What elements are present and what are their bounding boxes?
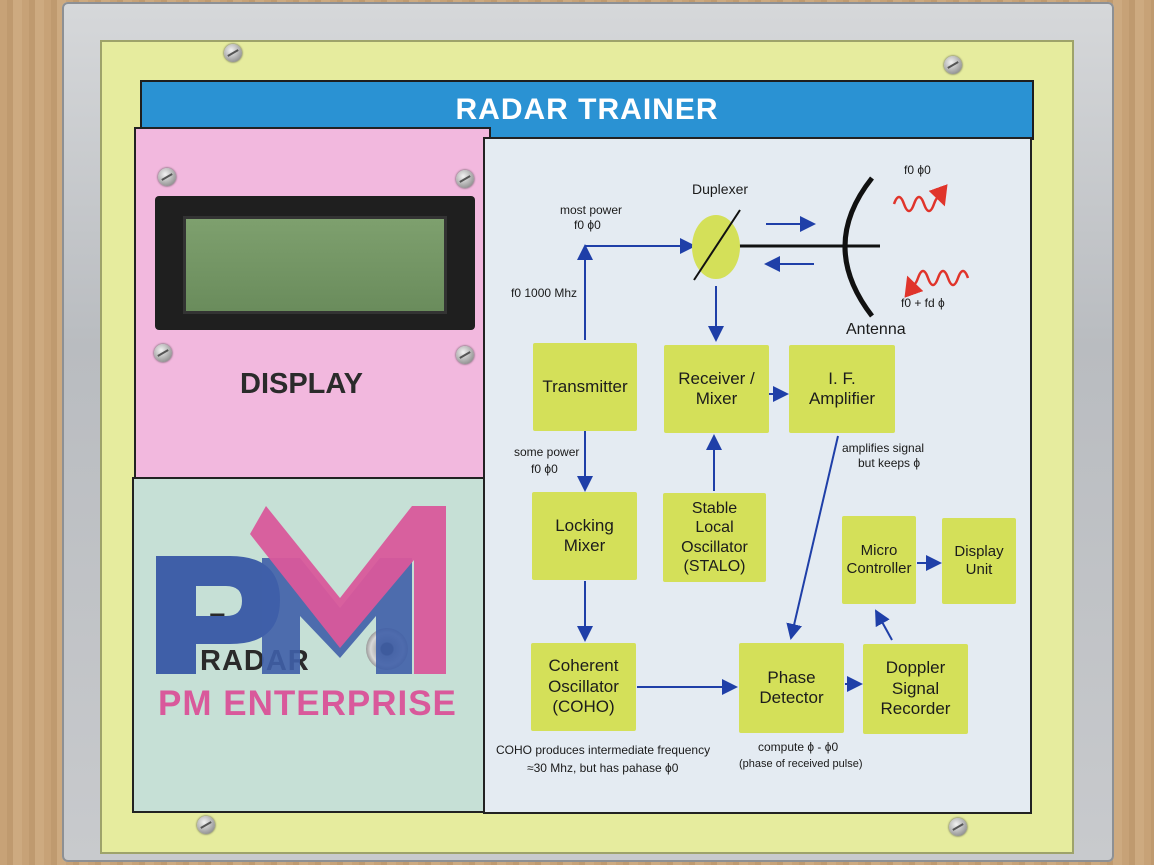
title-bar: RADAR TRAINER [140,80,1034,140]
label-coho-note-1: COHO produces intermediate frequency [496,743,711,757]
arrow-if-phase [786,435,839,640]
label-antenna: Antenna [846,321,906,338]
block-label: (STALO) [683,557,746,575]
block-label: Unit [965,561,993,578]
block-transmitter: Transmitter [533,343,637,431]
label-wave-bottom: f0 + fd ϕ [901,296,945,310]
duplexer-line [693,209,741,281]
label-amplifies-2: but keeps ϕ [858,456,921,470]
block-label: Detector [759,688,824,707]
label-wave-top: f0 ϕ0 [904,163,931,177]
block-label: Stable [691,500,738,518]
block-label: Locking [555,515,614,535]
screw-icon [158,168,176,186]
lcd-screen [183,216,447,314]
label-amplifies-1: amplifies signal [842,441,925,455]
screw-icon [197,816,215,834]
block-label: Amplifier [808,389,876,408]
block-label: Mixer [695,389,738,408]
block-label: Oscillator [548,676,619,696]
block-if-amplifier: I. F.Amplifier [789,345,895,433]
block-receiver-mixer: Receiver /Mixer [664,345,769,433]
display-label: DISPLAY [240,368,364,400]
block-label: Controller [846,560,912,577]
screw-icon [456,346,474,364]
block-label: Mixer [563,536,606,555]
transmit-wave [892,184,948,213]
block-label: Receiver / [678,368,755,388]
watermark-text: PM ENTERPRISE [158,684,457,723]
label-coho-note-2: ≈30 Mhz, but has pahase ϕ0 [527,761,679,775]
label-most-power: most power [560,203,623,217]
block-label: Recorder [880,699,951,719]
block-label: Local Oscillator [681,519,748,556]
antenna-dish [842,176,874,318]
panel-title: RADAR TRAINER [455,93,719,126]
label-compute-2: (phase of received pulse) [739,758,863,770]
screw-icon [456,170,474,188]
block-label: Signal [891,678,940,698]
block-label: Micro [860,542,898,559]
screw-icon [224,44,242,62]
screw-icon [949,818,967,836]
logo-letter-p [156,556,280,674]
label-some-power: some power [514,445,580,459]
block-label: (COHO) [552,697,615,717]
block-label: Doppler [885,658,946,678]
screw-icon [944,56,962,74]
block-label: Coherent [548,656,619,676]
label-compute-1: compute ϕ - ϕ0 [758,740,839,754]
block-label: Phase [767,667,816,687]
receive-wave [904,269,970,298]
logo-m-stroke [250,506,446,674]
block-label: I. F. [828,368,856,388]
label-f0-phi0-b: f0 ϕ0 [531,462,558,476]
pm-enterprise-logo [156,506,446,674]
screw-icon [154,344,172,362]
label-f0-1000: f0 1000 Mhz [511,286,578,300]
arrow-doppler-micro [875,609,893,641]
label-f0-phi0: f0 ϕ0 [574,218,601,232]
block-transmitter-label: Transmitter [542,376,628,396]
block-label: Display [954,543,1004,560]
label-duplexer: Duplexer [692,181,749,197]
